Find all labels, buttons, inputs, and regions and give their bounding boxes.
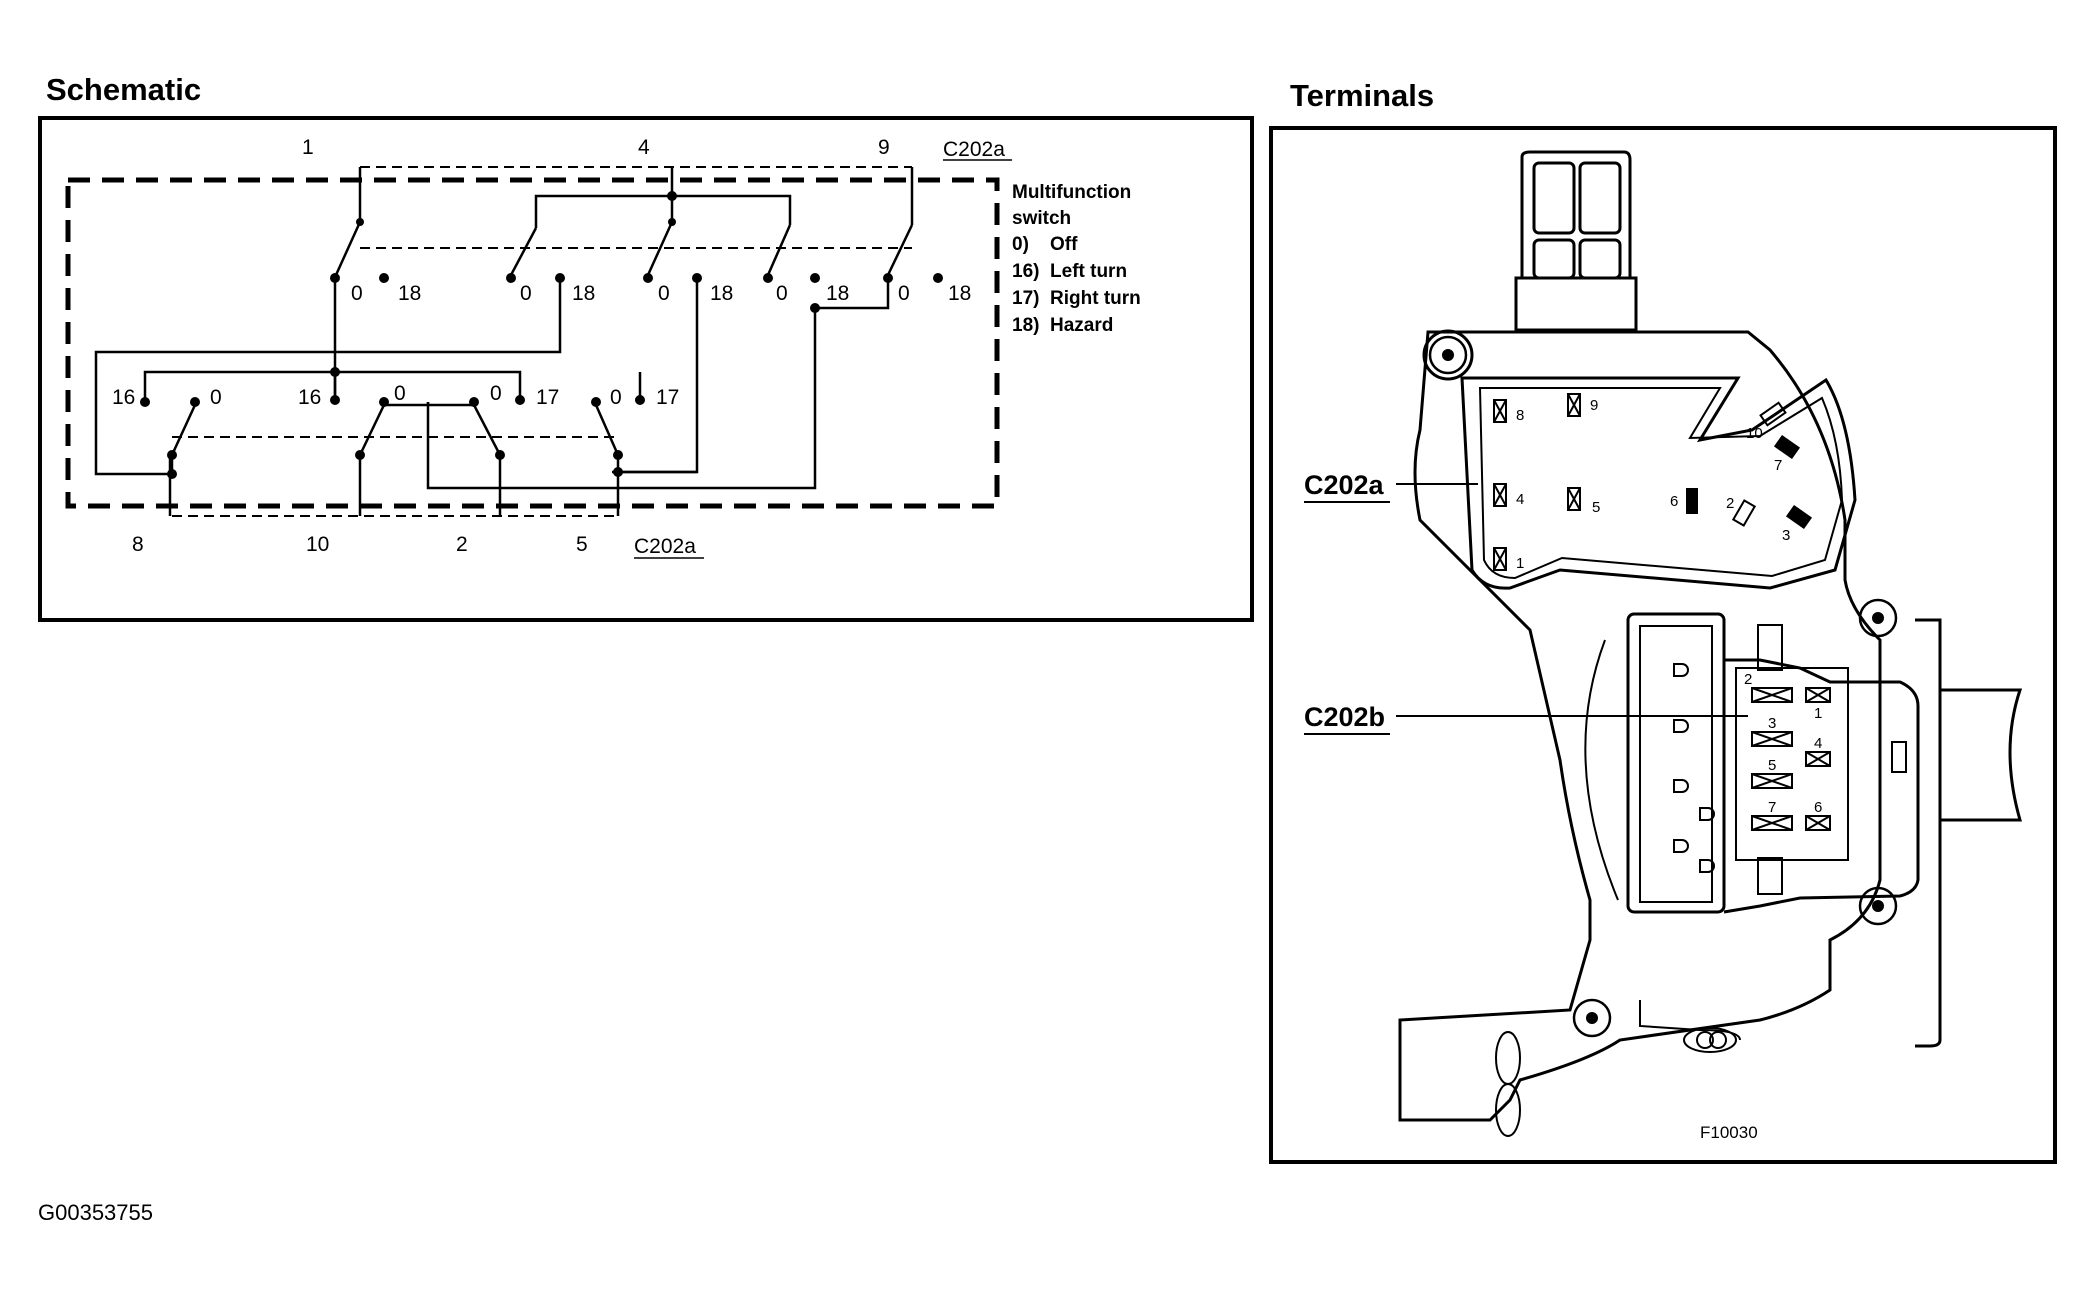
svg-text:6: 6 — [1670, 493, 1678, 510]
svg-text:5: 5 — [1768, 757, 1776, 774]
terminals-title: Terminals — [1290, 78, 1434, 113]
c202a-pin-boxes — [1493, 393, 1787, 571]
pin-5-label: 5 — [576, 533, 588, 556]
svg-text:18: 18 — [572, 282, 595, 305]
svg-text:7: 7 — [1774, 457, 1782, 474]
screw-centers — [1442, 349, 1884, 1024]
top-connector-label: C202a — [943, 138, 1005, 161]
svg-text:9: 9 — [1590, 397, 1598, 414]
bottom-connector-label: C202a — [634, 535, 696, 558]
pin-9-label: 9 — [878, 136, 890, 159]
svg-text:0: 0 — [351, 282, 363, 305]
svg-text:7: 7 — [1768, 799, 1776, 816]
legend-heading-2: switch — [1012, 208, 1071, 229]
lower-contact-labels: 16 0 16 0 0 17 0 17 — [112, 382, 679, 409]
c202a-callout-label: C202a — [1304, 470, 1385, 500]
svg-text:17: 17 — [656, 386, 679, 409]
pin-2-label: 2 — [456, 533, 468, 556]
screw-heads — [1428, 335, 1898, 1038]
legend-item: 0) Off — [1012, 234, 1078, 255]
pin-8-label: 8 — [132, 533, 144, 556]
c202b-callout-label: C202b — [1304, 702, 1385, 732]
svg-text:18: 18 — [710, 282, 733, 305]
switch-housing-outline — [65, 177, 1000, 509]
figure-id: F10030 — [1700, 1123, 1758, 1142]
c202b-pin-numbers: 2 1 3 4 5 7 6 — [1744, 671, 1822, 816]
svg-text:17: 17 — [536, 386, 559, 409]
schematic-wiring — [94, 166, 914, 517]
svg-text:6: 6 — [1814, 799, 1822, 816]
svg-text:0: 0 — [898, 282, 910, 305]
image-id-footer: G00353755 — [38, 1200, 153, 1225]
svg-text:16: 16 — [298, 386, 321, 409]
terminals-frame — [1269, 126, 2057, 1164]
svg-text:18: 18 — [826, 282, 849, 305]
svg-text:10: 10 — [1746, 425, 1763, 442]
svg-text:4: 4 — [1516, 491, 1524, 508]
legend-item: 16) Left turn — [1012, 261, 1127, 282]
svg-text:3: 3 — [1782, 527, 1790, 544]
legend-item: 17) Right turn — [1012, 288, 1141, 309]
upper-contact-labels: 0 18 0 18 0 18 0 18 0 18 — [351, 282, 971, 305]
pin-4-label: 4 — [638, 136, 650, 159]
svg-text:3: 3 — [1768, 715, 1776, 732]
svg-text:0: 0 — [394, 382, 406, 405]
svg-text:18: 18 — [398, 282, 421, 305]
svg-text:8: 8 — [1516, 407, 1524, 424]
svg-text:0: 0 — [776, 282, 788, 305]
schematic-frame — [38, 116, 1254, 622]
c202a-pin-filled — [1686, 434, 1813, 530]
legend-heading-1: Multifunction — [1012, 182, 1131, 203]
switch-body-drawing — [1398, 150, 2023, 1137]
svg-text:1: 1 — [1814, 705, 1822, 722]
svg-text:0: 0 — [210, 386, 222, 409]
svg-text:5: 5 — [1592, 499, 1600, 516]
switch-legend: Multifunction switch 0) Off 16) Left tur… — [1012, 182, 1141, 336]
bottom-pin-labels: 8 10 2 5 — [132, 533, 588, 556]
svg-text:0: 0 — [490, 382, 502, 405]
svg-text:0: 0 — [520, 282, 532, 305]
svg-text:4: 4 — [1814, 735, 1822, 752]
connector-latch-marks — [1673, 663, 1715, 873]
contact-dots — [140, 191, 943, 479]
svg-text:0: 0 — [610, 386, 622, 409]
c202b-pin-boxes — [1751, 687, 1831, 831]
pin-10-label: 10 — [306, 533, 329, 556]
schematic-title: Schematic — [46, 72, 201, 107]
svg-text:2: 2 — [1726, 495, 1734, 512]
pin-1-label: 1 — [302, 136, 314, 159]
svg-text:0: 0 — [658, 282, 670, 305]
svg-text:16: 16 — [112, 386, 135, 409]
svg-text:1: 1 — [1516, 555, 1524, 572]
svg-text:18: 18 — [948, 282, 971, 305]
svg-text:2: 2 — [1744, 671, 1752, 688]
legend-item: 18) Hazard — [1012, 315, 1113, 336]
c202a-pin-numbers: 8 9 10 7 4 5 6 2 3 1 — [1516, 397, 1790, 572]
top-pin-labels: 1 4 9 — [302, 136, 890, 159]
